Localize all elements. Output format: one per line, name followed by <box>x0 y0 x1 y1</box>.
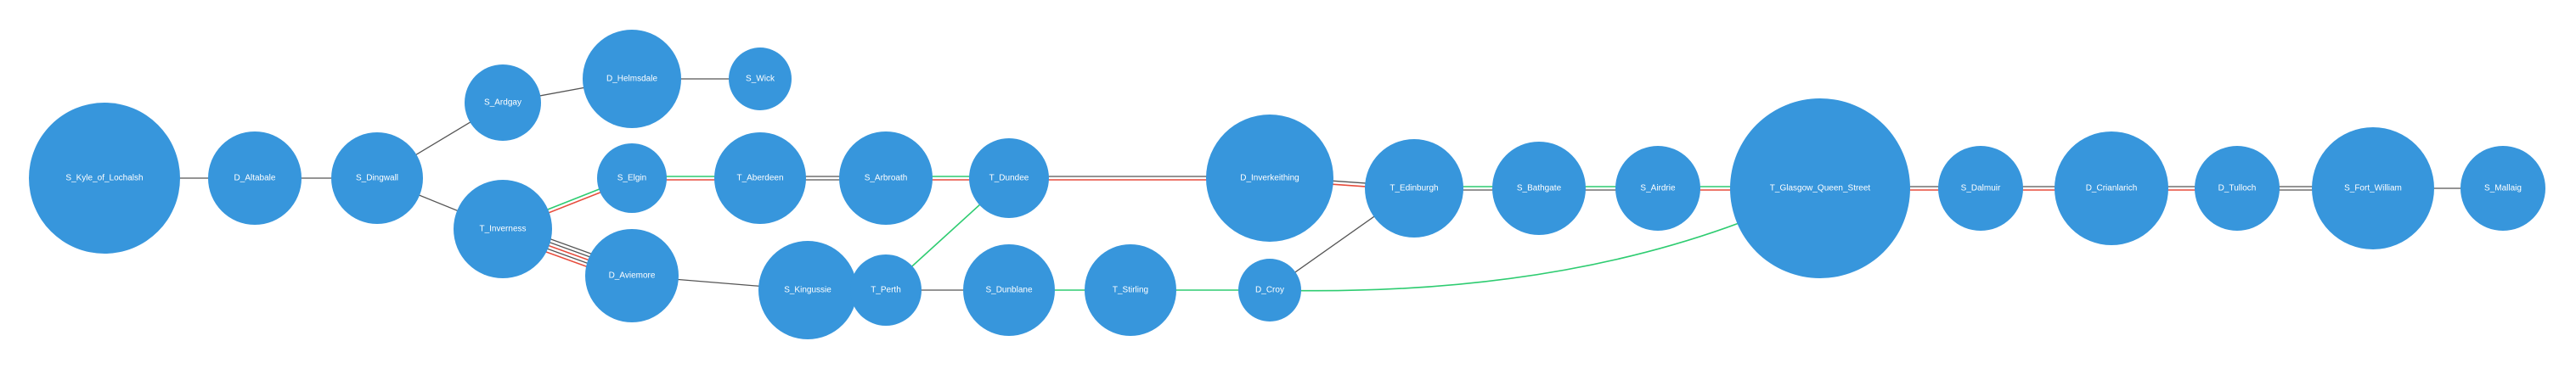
graph-node[interactable]: T_Aberdeen <box>714 132 806 224</box>
graph-node[interactable]: S_Arbroath <box>839 131 933 225</box>
node-circle[interactable] <box>1492 142 1586 235</box>
node-label: S_Airdrie <box>1640 184 1676 193</box>
node-label: S_Kyle_of_Lochalsh <box>65 174 143 183</box>
node-label: S_Wick <box>746 75 775 84</box>
node-circle[interactable] <box>969 138 1049 218</box>
node-circle[interactable] <box>839 131 933 225</box>
graph-node[interactable]: D_Croy <box>1238 259 1301 321</box>
node-circle[interactable] <box>331 132 423 224</box>
node-label: S_Dalmuir <box>1961 184 2001 193</box>
node-label: D_Crianlarich <box>2086 184 2138 193</box>
graph-node[interactable]: S_Bathgate <box>1492 142 1586 235</box>
node-label: T_Stirling <box>1113 286 1148 295</box>
graph-node[interactable]: S_Ardgay <box>465 64 541 141</box>
node-label: S_Ardgay <box>484 98 521 108</box>
graph-node[interactable]: S_Fort_William <box>2312 127 2434 249</box>
node-circle[interactable] <box>758 241 857 339</box>
node-circle[interactable] <box>1085 244 1176 336</box>
graph-node[interactable]: T_Dundee <box>969 138 1049 218</box>
node-circle[interactable] <box>1238 259 1301 321</box>
node-label: D_Inverkeithing <box>1240 174 1299 183</box>
node-label: S_Elgin <box>617 174 646 183</box>
graph-node[interactable]: S_Kyle_of_Lochalsh <box>29 103 180 254</box>
graph-node[interactable]: D_Crianlarich <box>2055 131 2168 245</box>
node-label: S_Bathgate <box>1517 184 1562 193</box>
graph-node[interactable]: T_Glasgow_Queen_Street <box>1730 98 1910 278</box>
node-label: S_Dingwall <box>356 174 398 183</box>
graph-node[interactable]: S_Kingussie <box>758 241 857 339</box>
graph-node[interactable]: S_Dunblane <box>963 244 1055 336</box>
graph-node[interactable]: T_Perth <box>850 254 922 326</box>
node-label: T_Dundee <box>989 174 1029 183</box>
node-circle[interactable] <box>2195 146 2280 231</box>
node-label: D_Helmsdale <box>606 75 657 84</box>
node-circle[interactable] <box>1206 115 1333 242</box>
node-circle[interactable] <box>2460 146 2545 231</box>
graph-node[interactable]: T_Edinburgh <box>1365 139 1463 238</box>
node-circle[interactable] <box>1365 139 1463 238</box>
node-circle[interactable] <box>850 254 922 326</box>
node-label: D_Croy <box>1255 286 1284 295</box>
node-circle[interactable] <box>29 103 180 254</box>
graph-node[interactable]: T_Inverness <box>454 180 552 278</box>
node-circle[interactable] <box>1730 98 1910 278</box>
graph-node[interactable]: D_Aviemore <box>585 229 679 322</box>
node-circle[interactable] <box>465 64 541 141</box>
node-circle[interactable] <box>583 30 681 128</box>
node-circle[interactable] <box>585 229 679 322</box>
graph-node[interactable]: S_Wick <box>729 48 792 110</box>
node-circle[interactable] <box>597 143 667 213</box>
node-label: D_Altabale <box>234 174 276 183</box>
graph-node[interactable]: D_Inverkeithing <box>1206 115 1333 242</box>
node-circle[interactable] <box>2312 127 2434 249</box>
node-label: T_Aberdeen <box>736 174 783 183</box>
graph-node[interactable]: D_Altabale <box>208 131 302 225</box>
node-label: T_Edinburgh <box>1389 184 1438 193</box>
node-label: T_Glasgow_Queen_Street <box>1770 184 1871 193</box>
node-label: S_Dunblane <box>985 286 1032 295</box>
node-circle[interactable] <box>208 131 302 225</box>
node-circle[interactable] <box>1615 146 1700 231</box>
node-label: T_Inverness <box>479 225 526 234</box>
graph-node[interactable]: S_Dingwall <box>331 132 423 224</box>
graph-node[interactable]: S_Dalmuir <box>1938 146 2023 231</box>
node-label: S_Kingussie <box>784 286 831 295</box>
graph-node[interactable]: D_Helmsdale <box>583 30 681 128</box>
node-label: T_Perth <box>871 286 901 295</box>
node-label: S_Arbroath <box>865 174 908 183</box>
node-circle[interactable] <box>1938 146 2023 231</box>
node-label: S_Fort_William <box>2344 184 2402 193</box>
graph-node[interactable]: D_Tulloch <box>2195 146 2280 231</box>
graph-node[interactable]: T_Stirling <box>1085 244 1176 336</box>
node-circle[interactable] <box>714 132 806 224</box>
node-label: D_Tulloch <box>2218 184 2257 193</box>
graph-node[interactable]: S_Airdrie <box>1615 146 1700 231</box>
node-label: S_Mallaig <box>2484 184 2522 193</box>
node-label: D_Aviemore <box>609 271 656 281</box>
graph-node[interactable]: S_Elgin <box>597 143 667 213</box>
node-circle[interactable] <box>729 48 792 110</box>
node-circle[interactable] <box>454 180 552 278</box>
node-circle[interactable] <box>963 244 1055 336</box>
graph-node[interactable]: S_Mallaig <box>2460 146 2545 231</box>
node-circle[interactable] <box>2055 131 2168 245</box>
